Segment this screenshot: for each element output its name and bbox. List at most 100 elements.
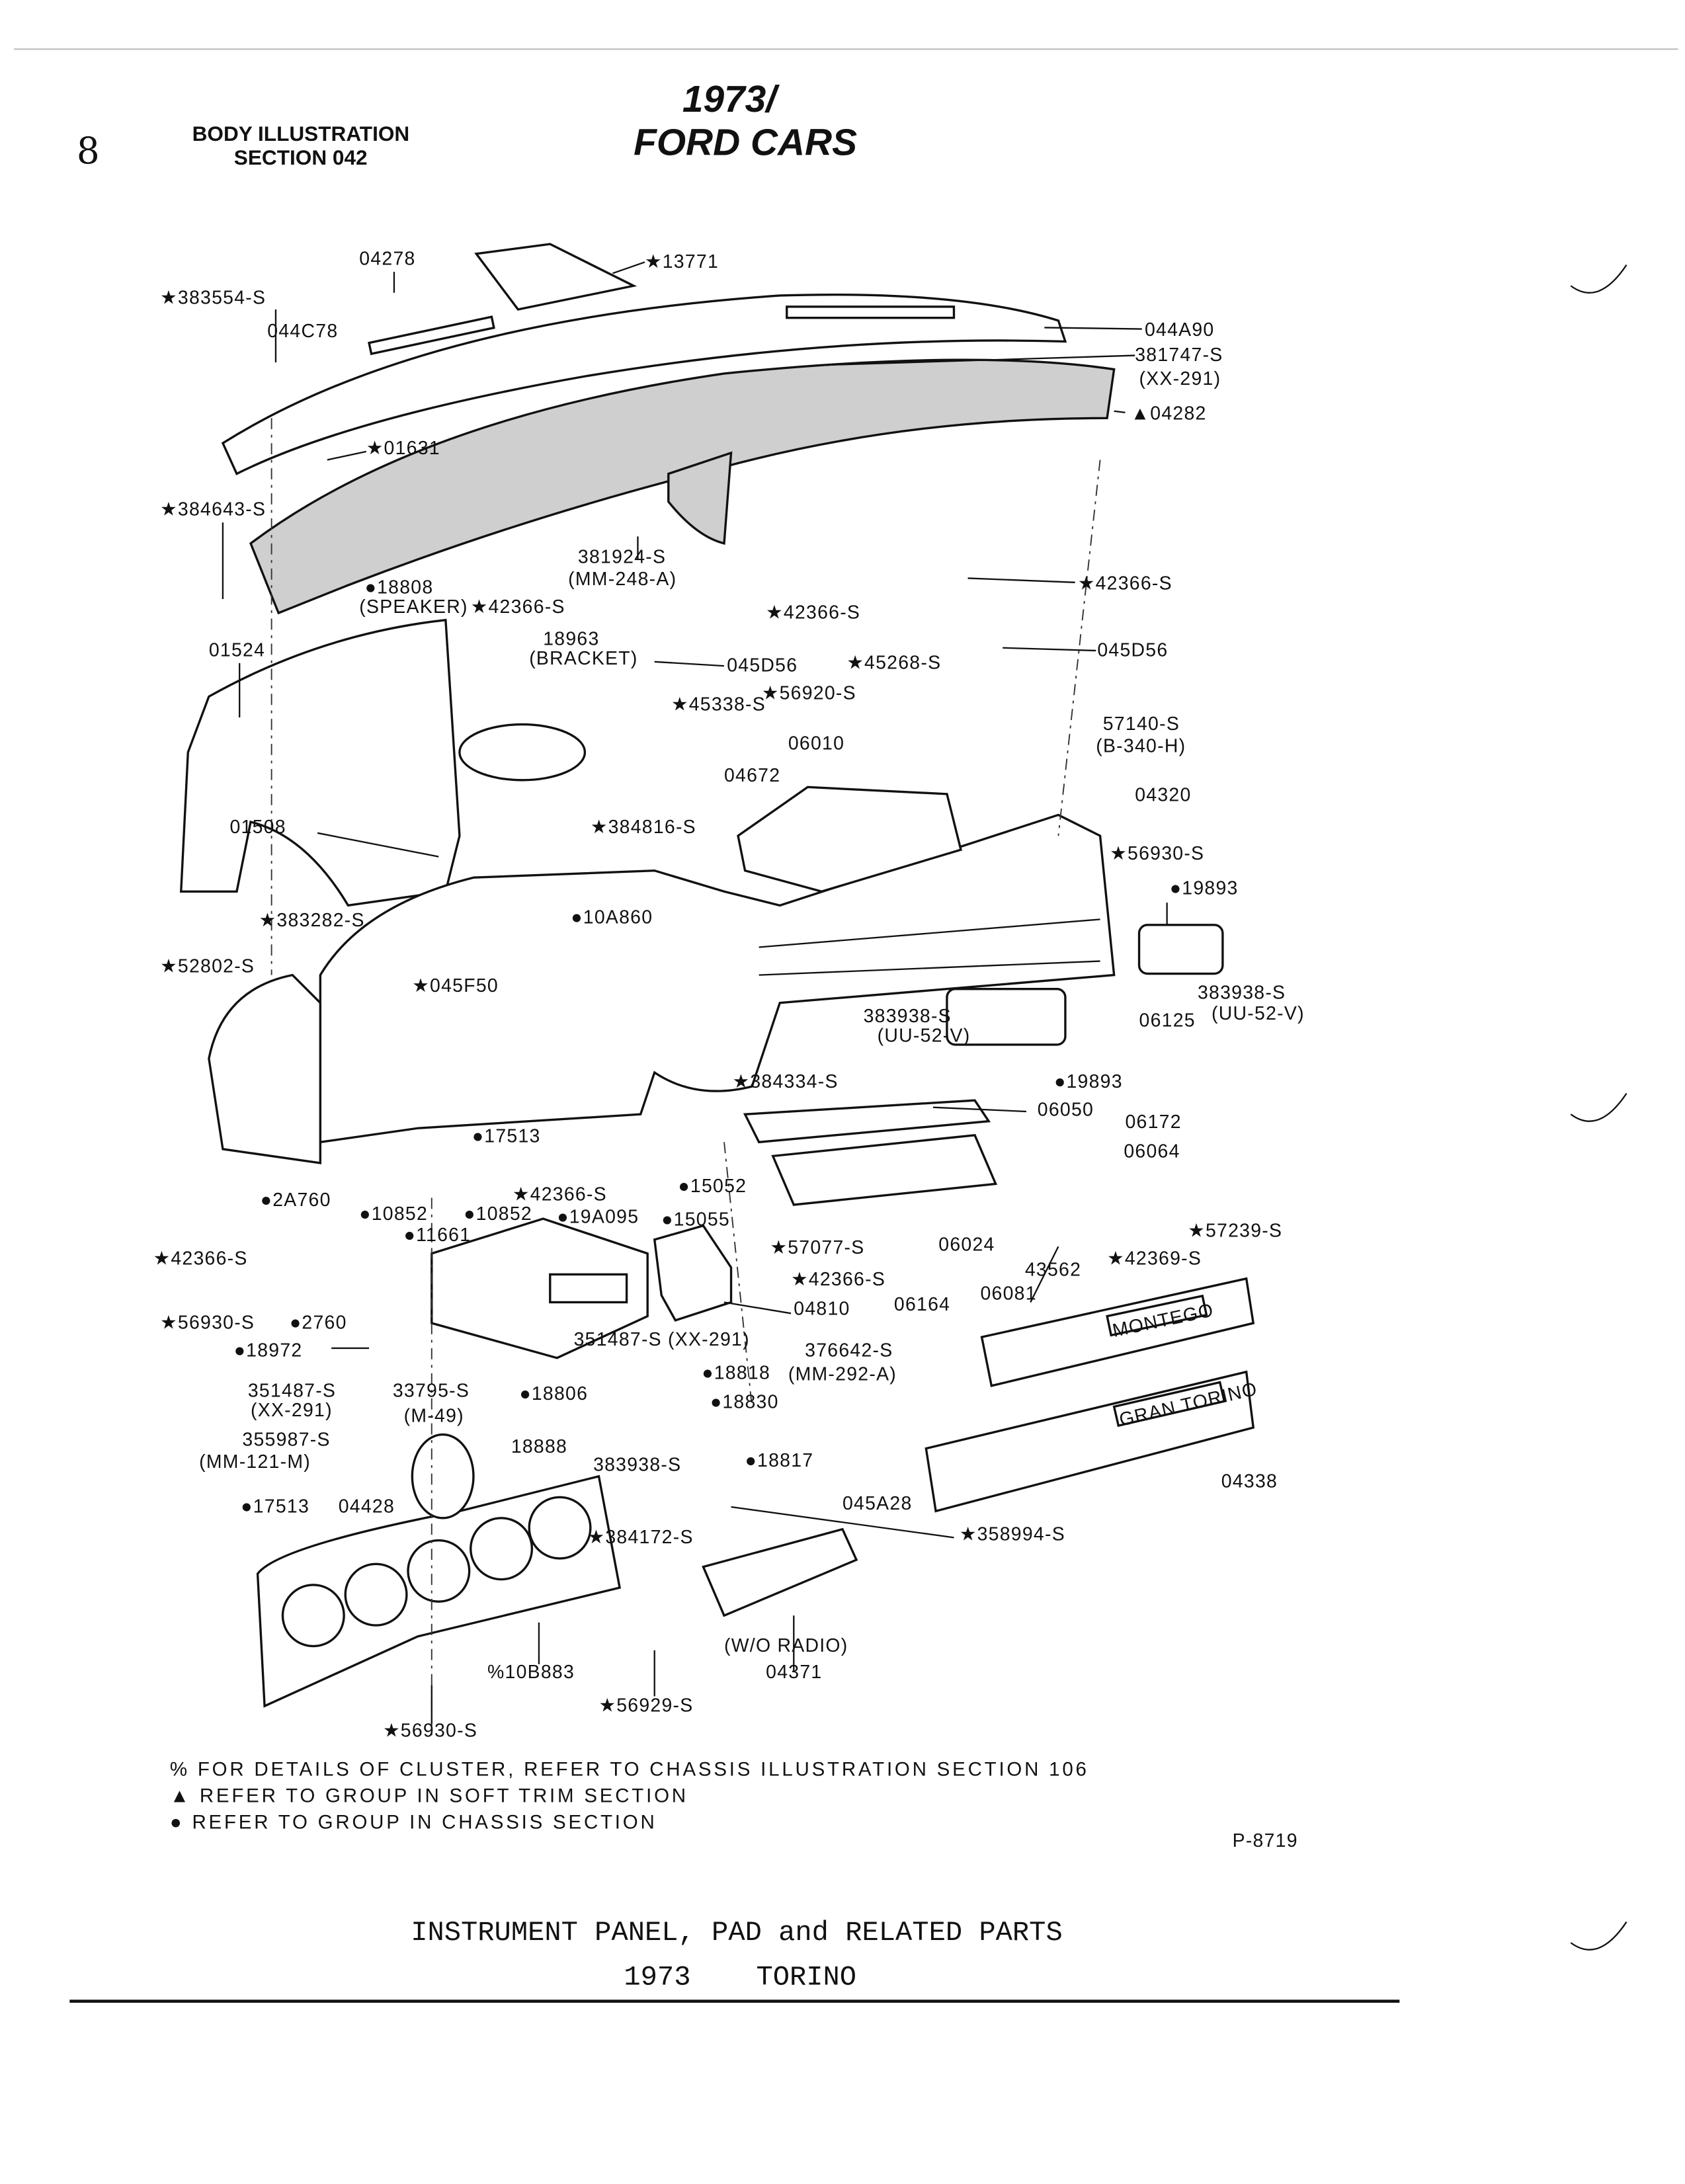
callout: 06125: [1139, 1010, 1196, 1031]
part-01524-panel: [179, 618, 461, 907]
callout: 06164: [894, 1294, 950, 1315]
part-13771: [474, 243, 637, 311]
callout: 045D56: [1097, 639, 1168, 661]
pad-end: [667, 451, 733, 545]
callout: ★384172-S: [588, 1527, 694, 1548]
callout: ★57077-S: [770, 1237, 864, 1258]
callout: ★42366-S: [153, 1248, 248, 1270]
callout: 351487-S: [248, 1381, 336, 1402]
gauge-opening: [344, 1562, 408, 1627]
callout: (UU-52-V): [878, 1026, 971, 1047]
callout: ●18808: [365, 577, 434, 598]
callout: 351487-S (XX-291): [574, 1329, 750, 1350]
callout: ●19893: [1054, 1071, 1123, 1092]
callout: ●10852: [359, 1203, 428, 1225]
footer-model: TORINO: [756, 1961, 856, 1993]
callout: 06081: [980, 1283, 1036, 1304]
callout: 376642-S: [805, 1340, 893, 1361]
callout: ★358994-S: [960, 1524, 1065, 1545]
callout: ●10852: [464, 1203, 532, 1225]
callout: ●11661: [404, 1225, 472, 1246]
callout: ★52802-S: [160, 955, 255, 977]
callout: ●18830: [710, 1392, 779, 1413]
part-06010-glovebox: [737, 786, 963, 893]
callout: ★57239-S: [1188, 1221, 1282, 1242]
section-title-line1: BODY ILLUSTRATION: [192, 122, 410, 145]
callout: (B-340-H): [1096, 736, 1186, 757]
footer-title: INSTRUMENT PANEL, PAD and RELATED PARTS: [411, 1917, 1063, 1949]
callout: 045A28: [842, 1493, 913, 1514]
radio-dial: [549, 1273, 628, 1304]
callout: (MM-248-A): [568, 569, 677, 590]
note-cluster: % FOR DETAILS OF CLUSTER, REFER TO CHASS…: [170, 1758, 1089, 1780]
callout: ★56930-S: [1110, 843, 1204, 864]
section-title-line2: SECTION 042: [234, 145, 368, 169]
callout: ★42366-S: [471, 596, 565, 618]
callout: 06024: [938, 1234, 995, 1256]
gauge-opening: [407, 1539, 471, 1603]
callout: ●18817: [745, 1450, 814, 1471]
margin-hole-mark: [1570, 1092, 1627, 1122]
margin-hole-mark: [1570, 264, 1627, 294]
illustration: MONTEGO GRAN TORINO: [179, 243, 1260, 1741]
callout: 04371: [766, 1662, 822, 1683]
callout: (XX-291): [1139, 368, 1221, 389]
callout: ●2A760: [261, 1190, 331, 1211]
callout: ●2760: [290, 1312, 347, 1333]
callout: 18888: [511, 1436, 567, 1457]
callout: ★56920-S: [762, 683, 856, 704]
callout: ★56929-S: [598, 1695, 693, 1717]
callout: 01508: [229, 817, 286, 838]
callout: ★45268-S: [846, 652, 941, 673]
gauge-opening: [528, 1496, 592, 1560]
callout: ●19893: [1170, 877, 1239, 899]
callout: 57140-S: [1103, 713, 1180, 735]
callout: ●18972: [234, 1340, 303, 1361]
callout: ●19A095: [557, 1206, 639, 1227]
callout: 04278: [359, 249, 415, 270]
callout: 18963: [543, 629, 599, 650]
callout: ●18806: [519, 1383, 588, 1404]
callout: (MM-121-M): [199, 1451, 311, 1473]
callout: 383938-S: [1198, 982, 1286, 1003]
part-04810: [653, 1224, 733, 1322]
callout: %10B883: [487, 1662, 575, 1683]
callout: 06172: [1125, 1112, 1181, 1133]
footer-year: 1973: [624, 1961, 690, 1993]
callout: ★384816-S: [591, 817, 696, 838]
defroster-slot: [368, 315, 495, 356]
callout: ●15055: [661, 1209, 730, 1231]
callout: (W/O RADIO): [724, 1635, 848, 1656]
callout: ★384334-S: [733, 1071, 839, 1092]
callout: 044C78: [267, 321, 338, 342]
callout: ●15052: [678, 1176, 747, 1197]
gauge-opening: [470, 1517, 534, 1581]
callout: ★42366-S: [766, 602, 860, 624]
left-end-panel: [208, 973, 322, 1164]
callout: ▲04282: [1131, 403, 1207, 424]
callout: ★42366-S: [1078, 573, 1172, 594]
callout: ★384643-S: [160, 499, 266, 520]
callout: ★13771: [645, 251, 719, 272]
callout: 01524: [209, 639, 265, 661]
callout: 04810: [794, 1298, 850, 1319]
callout: ★56930-S: [383, 1720, 477, 1741]
callout: 355987-S: [242, 1429, 330, 1450]
callout: 04338: [1221, 1471, 1278, 1492]
brand-year: 1973/: [682, 79, 780, 120]
page-number: 8: [77, 130, 100, 172]
callout: (SPEAKER): [359, 596, 468, 618]
margin-hole-mark: [1570, 1921, 1627, 1951]
callout: (XX-291): [251, 1400, 333, 1421]
note-chassis: ● REFER TO GROUP IN CHASSIS SECTION: [170, 1811, 657, 1833]
callout: ●10A860: [571, 907, 653, 928]
callout: 381924-S: [578, 546, 666, 567]
panel-vent-area: [759, 918, 1100, 976]
callout: (UU-52-V): [1212, 1003, 1305, 1024]
callout: ★42369-S: [1107, 1248, 1202, 1270]
callout: 04320: [1135, 784, 1191, 805]
callout: ★383554-S: [160, 288, 266, 309]
part-044A90-panel: [221, 294, 1067, 475]
callout: ●17513: [241, 1496, 309, 1517]
